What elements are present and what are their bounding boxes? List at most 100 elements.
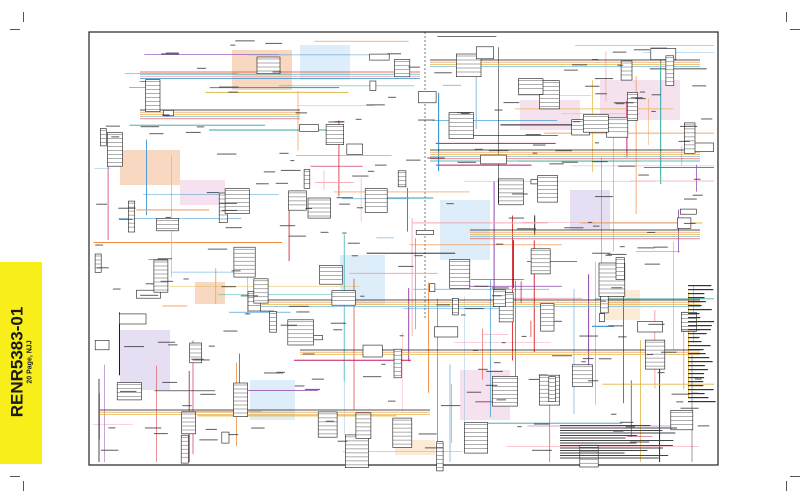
label-mark: [697, 425, 710, 427]
shaded-area: [120, 330, 170, 390]
label-mark: [635, 98, 646, 100]
label-mark: [219, 86, 239, 88]
component-block: [498, 178, 524, 206]
label-mark: [191, 358, 204, 360]
component-block: [94, 339, 110, 351]
label-mark: [192, 359, 210, 361]
label-mark: [564, 227, 584, 229]
component-block: [571, 364, 593, 387]
label-mark: [581, 361, 586, 363]
label-mark: [265, 42, 283, 44]
component-block: [269, 310, 277, 333]
label-mark: [594, 78, 614, 80]
label-mark: [360, 295, 365, 297]
label-mark: [630, 97, 643, 99]
component-block: [600, 293, 609, 314]
note-mark: [560, 452, 625, 454]
component-block: [455, 53, 482, 78]
label-mark: [661, 351, 677, 353]
label-mark: [607, 253, 627, 255]
note-mark: [560, 432, 676, 434]
label-mark: [279, 225, 296, 227]
legend-mark: [688, 373, 705, 375]
component-block: [94, 253, 102, 273]
component-block: [303, 169, 311, 189]
label-mark: [494, 362, 501, 364]
shaded-area: [195, 282, 225, 304]
label-mark: [701, 118, 713, 120]
component-block: [119, 313, 147, 325]
component-layer: [94, 46, 714, 472]
component-block: [362, 344, 383, 358]
label-mark: [414, 255, 423, 257]
label-mark: [263, 171, 276, 173]
legend-mark: [688, 337, 699, 339]
label-mark: [617, 64, 624, 66]
label-mark: [333, 329, 343, 331]
label-mark: [280, 324, 297, 326]
label-mark: [592, 252, 611, 254]
component-block: [181, 411, 196, 435]
shaded-area: [250, 380, 295, 420]
label-mark: [647, 231, 656, 233]
label-mark: [387, 53, 402, 55]
label-mark: [197, 67, 206, 69]
label-mark: [600, 300, 607, 302]
component-block: [436, 441, 444, 472]
crop-mark-bottom-left: [10, 476, 20, 477]
label-mark: [692, 194, 703, 196]
legend-mark: [688, 393, 705, 395]
label-mark: [339, 203, 350, 205]
component-block: [518, 78, 544, 95]
component-block: [369, 53, 390, 61]
note-mark: [560, 442, 637, 444]
label-mark: [555, 150, 572, 152]
label-mark: [533, 144, 546, 146]
label-mark: [620, 421, 634, 423]
component-block: [233, 382, 248, 417]
crop-mark-bottom-right-v: [786, 481, 787, 491]
label-mark: [168, 344, 178, 346]
legend-mark: [688, 377, 705, 379]
wire-layer: [92, 36, 714, 462]
component-block: [415, 230, 434, 235]
component-block: [492, 376, 518, 407]
component-block: [429, 283, 436, 293]
label-mark: [111, 136, 120, 138]
note-mark: [560, 455, 669, 456]
legend-mark: [688, 313, 700, 315]
label-mark: [288, 305, 309, 307]
label-mark: [223, 330, 238, 332]
label-mark: [388, 400, 396, 402]
label-mark: [552, 355, 572, 357]
legend-mark: [688, 321, 714, 323]
legend-mark: [688, 305, 702, 307]
crop-mark-top-right-v: [786, 12, 787, 22]
label-mark: [619, 246, 625, 248]
note-mark: [560, 435, 638, 436]
label-mark: [105, 125, 120, 127]
label-mark: [154, 433, 168, 435]
label-mark: [671, 393, 690, 395]
label-mark: [608, 325, 623, 327]
legend-mark: [688, 317, 701, 319]
label-mark: [464, 308, 484, 310]
label-mark: [231, 270, 241, 272]
crop-mark-bottom-right: [790, 476, 800, 477]
label-mark: [615, 103, 625, 105]
label-mark: [595, 93, 607, 95]
label-mark: [549, 163, 564, 165]
label-mark: [588, 380, 599, 382]
label-mark: [165, 216, 171, 218]
component-block: [598, 313, 605, 322]
label-mark: [648, 323, 665, 325]
schematic-border: [88, 31, 719, 466]
component-block: [107, 132, 123, 167]
label-mark: [225, 227, 242, 229]
label-mark: [196, 126, 205, 128]
component-block: [449, 259, 471, 289]
label-mark: [240, 295, 258, 297]
label-mark: [406, 159, 421, 161]
label-mark: [206, 192, 219, 194]
legend-mark: [688, 397, 709, 399]
